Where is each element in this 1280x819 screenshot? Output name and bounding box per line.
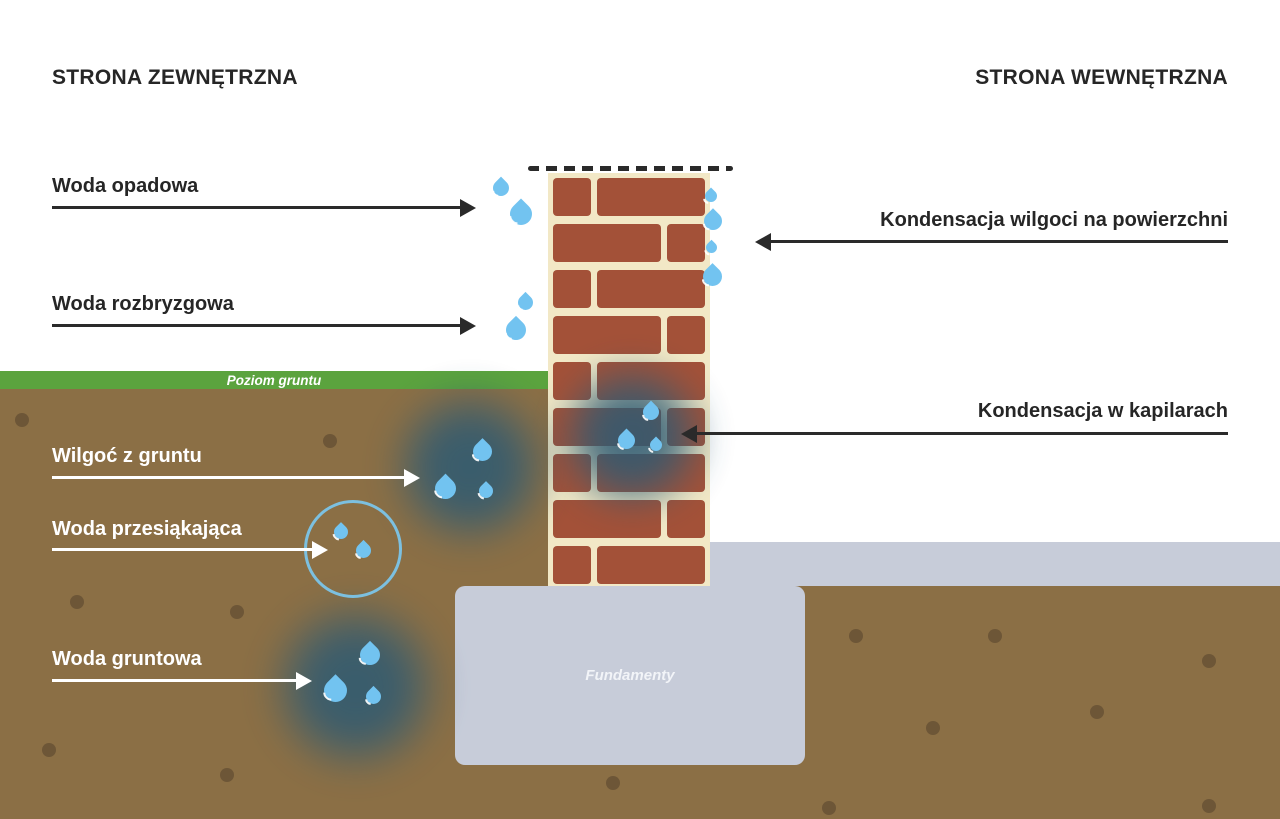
- arrow-woda-opadowa: [52, 206, 460, 209]
- soil-dot: [988, 629, 1002, 643]
- water-drop-icon: [489, 176, 513, 200]
- soil-dot: [70, 595, 84, 609]
- soil-dot: [1090, 705, 1104, 719]
- brick: [597, 270, 705, 308]
- label-wilgoc-z-gruntu: Wilgoć z gruntu: [52, 445, 202, 467]
- soil-dot: [822, 801, 836, 815]
- label-woda-gruntowa: Woda gruntowa: [52, 648, 202, 670]
- soil-dot: [849, 629, 863, 643]
- foundation-block: Fundamenty: [455, 586, 805, 765]
- brick: [597, 178, 705, 216]
- brick: [667, 224, 705, 262]
- arrow-woda-rozbryzgowa: [52, 324, 460, 327]
- arrow-woda-przesiakajaca: [52, 548, 312, 551]
- water-drop-icon: [514, 291, 537, 314]
- label-woda-rozbryzgowa: Woda rozbryzgowa: [52, 293, 234, 315]
- brick: [667, 500, 705, 538]
- soil-dot: [42, 743, 56, 757]
- label-woda-przesiakajaca: Woda przesiąkająca: [52, 518, 242, 540]
- arrow-kondensacja-kapilary: [697, 432, 1228, 435]
- soil-dot: [926, 721, 940, 735]
- title-strona-wewnetrzna: STRONA WEWNĘTRZNA: [975, 66, 1228, 89]
- brick: [553, 270, 591, 308]
- brick-row: [553, 316, 705, 354]
- water-drop-icon: [501, 315, 531, 345]
- brick: [553, 316, 661, 354]
- soil-dot: [1202, 654, 1216, 668]
- arrow-kondensacja-powierzchnia: [771, 240, 1228, 243]
- title-strona-zewnetrzna: STRONA ZEWNĘTRZNA: [52, 66, 298, 89]
- soil-dot: [606, 776, 620, 790]
- brick: [553, 178, 591, 216]
- water-drop-icon: [505, 198, 537, 230]
- ground-moisture-glow: [385, 382, 555, 552]
- brick: [667, 316, 705, 354]
- soil-dot: [220, 768, 234, 782]
- soil-dot: [15, 413, 29, 427]
- ground-level-strip: Poziom gruntu: [0, 371, 548, 389]
- brick-row: [553, 546, 705, 584]
- brick-row: [553, 224, 705, 262]
- ground-level-label: Poziom gruntu: [226, 372, 322, 388]
- soil-dot: [323, 434, 337, 448]
- brick: [597, 546, 705, 584]
- interior-floor-slab: [710, 542, 1280, 586]
- brick-row: [553, 178, 705, 216]
- brick-row: [553, 270, 705, 308]
- brick: [553, 546, 591, 584]
- soil-dot: [1202, 799, 1216, 813]
- label-kondensacja-powierzchnia: Kondensacja wilgoci na powierzchni: [880, 209, 1228, 231]
- arrow-woda-gruntowa: [52, 679, 296, 682]
- damp-proof-course-dashed-line: [528, 166, 733, 171]
- arrow-wilgoc-z-gruntu: [52, 476, 404, 479]
- label-kondensacja-kapilary: Kondensacja w kapilarach: [977, 400, 1228, 422]
- foundation-label: Fundamenty: [585, 667, 675, 684]
- label-woda-opadowa: Woda opadowa: [52, 175, 199, 197]
- soil-dot: [230, 605, 244, 619]
- brick: [553, 224, 661, 262]
- groundwater-glow: [263, 594, 448, 779]
